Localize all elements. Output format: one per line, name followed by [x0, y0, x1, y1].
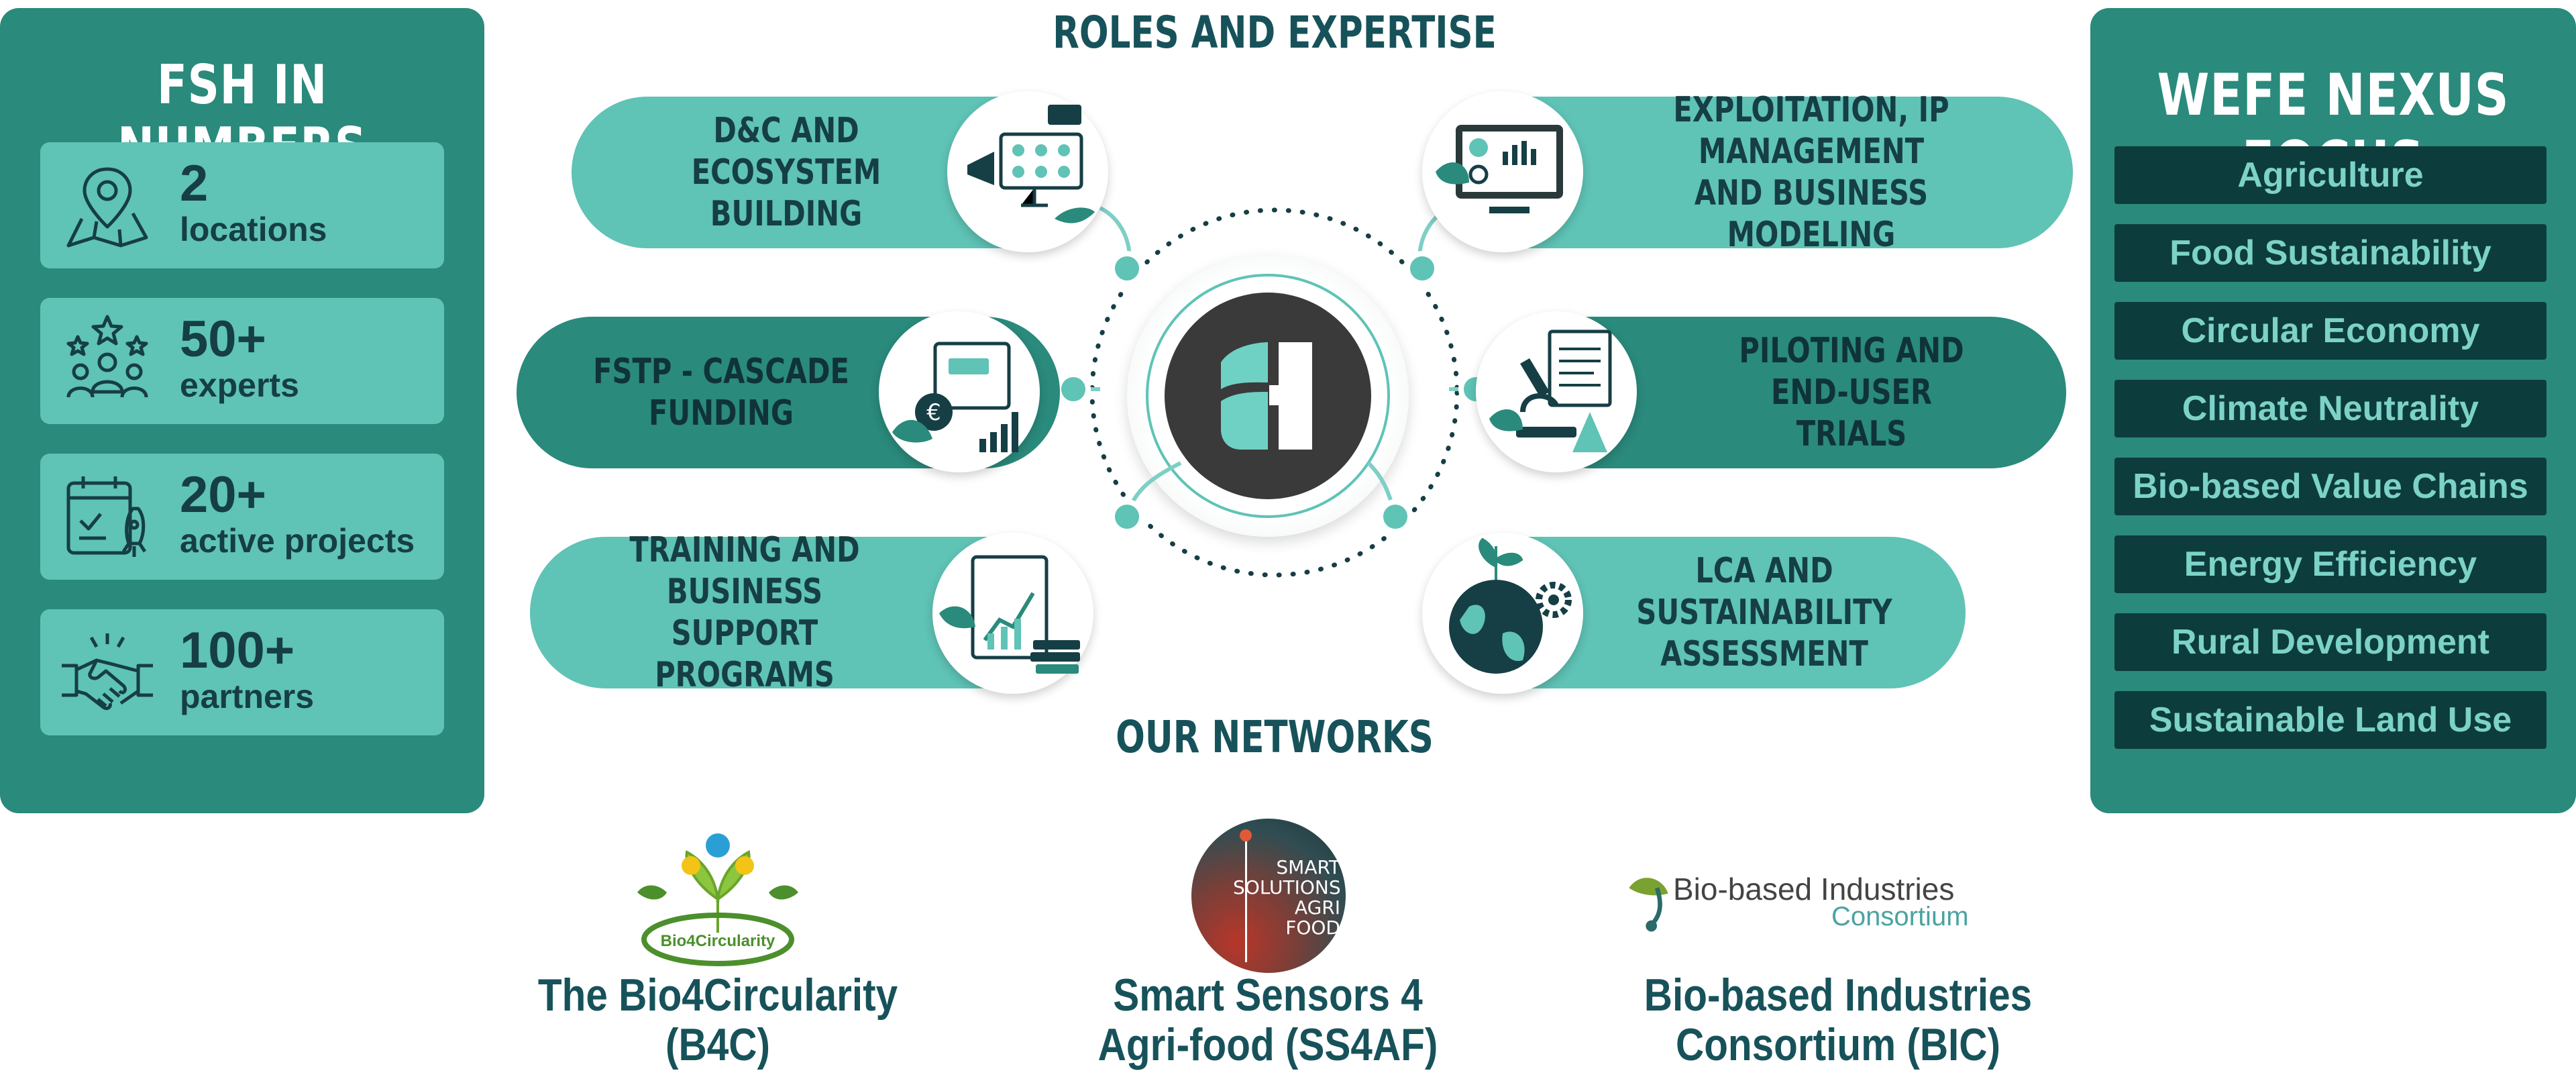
role-label: FSTP - CASCADE FUNDING	[593, 352, 849, 433]
role-fstp-cascade-funding: FSTP - CASCADE FUNDING €	[517, 311, 1060, 472]
bic-logo: Bio-based Industries Consortium	[1583, 819, 2093, 980]
network-bic: Bio-based Industries Consortium Bio-base…	[1583, 805, 2093, 1080]
focus-item-bio-based-value-chains: Bio-based Value Chains	[2114, 458, 2546, 515]
focus-item-agriculture: Agriculture	[2114, 146, 2546, 204]
training-chart-books-icon	[932, 533, 1093, 694]
bio4circularity-logo: Bio4Circularity	[463, 819, 973, 980]
stat-card-locations: 2 locations	[40, 142, 444, 268]
focus-item-energy-efficiency: Energy Efficiency	[2114, 535, 2546, 593]
role-training-support: TRAINING AND BUSINESS SUPPORT PROGRAMS	[530, 530, 1093, 695]
network-ss4af: SMART SOLUTIONS AGRI FOOD Smart Sensors …	[1013, 805, 1523, 1080]
networks-title: OUR NETWORKS	[1116, 711, 1434, 763]
svg-text:€: €	[926, 399, 941, 426]
network-bio4circularity: Bio4Circularity The Bio4Circularity (B4C…	[463, 805, 973, 1080]
stat-value: 20+	[180, 466, 266, 523]
euro-funding-icon: €	[879, 311, 1040, 472]
role-label: PILOTING AND END-USER TRIALS	[1739, 331, 1964, 454]
fsh-logo-icon	[1221, 342, 1312, 450]
bic-logo-text: Bio-based Industries	[1673, 872, 1955, 907]
stat-label: partners	[180, 678, 315, 715]
network-name-ss4af: Smart Sensors 4 Agri-food (SS4AF)	[1097, 970, 1438, 1070]
stat-label: locations	[180, 211, 327, 248]
focus-item-circular-economy: Circular Economy	[2114, 302, 2546, 360]
role-piloting-trials: PILOTING AND END-USER TRIALS	[1476, 311, 2066, 472]
role-lca-sustainability: LCA AND SUSTAINABILITY ASSESSMENT	[1422, 533, 1966, 694]
role-exploitation-ip: EXPLOITATION, IP MANAGEMENT AND BUSINESS…	[1422, 90, 2073, 255]
role-label: LCA AND SUSTAINABILITY ASSESSMENT	[1636, 551, 1892, 674]
stat-value: 2	[180, 155, 209, 212]
network-name-b4c: The Bio4Circularity (B4C)	[537, 970, 898, 1070]
bic-logo-subtext: Consortium	[1831, 902, 1969, 931]
globe-plant-gear-icon	[1422, 533, 1583, 694]
network-name-bic: Bio-based Industries Consortium (BIC)	[1644, 970, 2033, 1070]
center-logo	[1127, 255, 1409, 537]
handshake-icon	[59, 624, 156, 721]
role-connectors	[1056, 206, 1493, 534]
stat-value: 50+	[180, 311, 266, 368]
stat-card-experts: 50+ experts	[40, 298, 444, 424]
roles-title: ROLES AND EXPERTISE	[1053, 7, 1497, 58]
map-pin-icon	[59, 157, 156, 254]
stat-card-active-projects: 20+ active projects	[40, 454, 444, 580]
focus-item-rural-development: Rural Development	[2114, 613, 2546, 671]
calendar-rocket-icon	[59, 468, 156, 565]
ss4af-logo-text: SMART SOLUTIONS AGRI FOOD	[1233, 856, 1341, 939]
role-label: D&C AND ECOSYSTEM BUILDING	[691, 111, 881, 234]
focus-item-sustainable-land-use: Sustainable Land Use	[2114, 691, 2546, 749]
stat-label: experts	[180, 366, 299, 404]
dashboard-gear-icon	[1422, 91, 1583, 252]
role-label: EXPLOITATION, IP MANAGEMENT AND BUSINESS…	[1673, 90, 1949, 255]
role-dc-ecosystem: D&C AND ECOSYSTEM BUILDING	[572, 91, 1108, 252]
stat-card-partners: 100+ partners	[40, 609, 444, 735]
ss4af-logo: SMART SOLUTIONS AGRI FOOD	[1013, 819, 1523, 980]
stat-value: 100+	[180, 622, 295, 679]
bio4circularity-logo-text: Bio4Circularity	[661, 932, 775, 950]
role-label: TRAINING AND BUSINESS SUPPORT PROGRAMS	[629, 530, 860, 695]
fsh-in-numbers-panel: FSH IN NUMBERS 2 locations 50+ expe	[0, 8, 484, 813]
microscope-document-icon	[1476, 311, 1637, 472]
focus-item-food-sustainability: Food Sustainability	[2114, 224, 2546, 282]
stat-label: active projects	[180, 522, 415, 560]
wefe-nexus-focus-panel: WEFE NEXUS FOCUS Agriculture Food Sustai…	[2090, 8, 2576, 813]
center-logo-ring	[1089, 207, 1460, 578]
experts-stars-icon	[59, 313, 156, 409]
megaphone-screen-icon	[947, 91, 1108, 252]
focus-item-climate-neutrality: Climate Neutrality	[2114, 380, 2546, 437]
